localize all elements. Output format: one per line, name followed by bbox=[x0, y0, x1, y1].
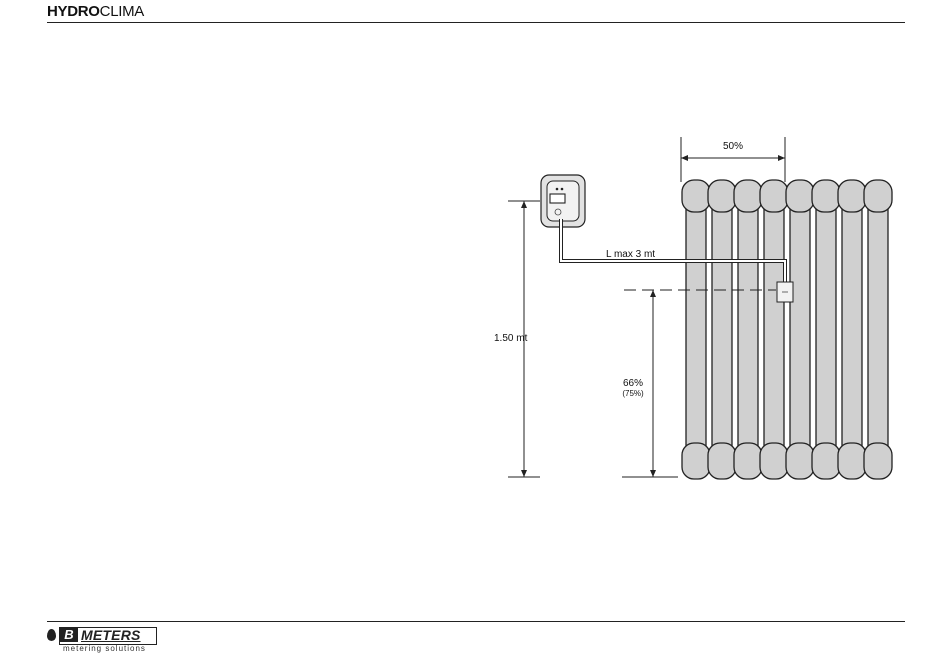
radiator-column-1 bbox=[682, 180, 710, 479]
display-height-label: 1.50 mt bbox=[494, 333, 528, 344]
water-drop-icon bbox=[47, 629, 56, 641]
cable-length-label: L max 3 mt bbox=[606, 249, 655, 260]
footer-divider bbox=[47, 621, 905, 622]
bmeters-logo-text: METERS bbox=[81, 627, 141, 643]
bmeters-logo: B METERS metering solutions bbox=[47, 627, 157, 655]
installation-diagram: 50% L max 3 mt 1.50 mt 66% (75%) bbox=[0, 0, 950, 620]
sensor-height-label: 66% bbox=[623, 378, 643, 389]
radiator-column-8 bbox=[864, 180, 892, 479]
sensor-height-alt-label: (75%) bbox=[622, 389, 644, 398]
bmeters-logo-b: B bbox=[60, 628, 78, 642]
radiator-column-7 bbox=[838, 180, 866, 479]
radiator-column-6 bbox=[812, 180, 840, 479]
radiator-column-4 bbox=[760, 180, 788, 479]
radiator-column-3 bbox=[734, 180, 762, 479]
radiator-column-5 bbox=[786, 180, 814, 479]
sensor-height-dimension: 66% (75%) bbox=[622, 290, 656, 477]
radiator bbox=[682, 180, 892, 479]
bmeters-tagline: metering solutions bbox=[63, 644, 146, 653]
radiator-column-2 bbox=[708, 180, 736, 479]
width-dimension: 50% bbox=[681, 137, 785, 182]
width-dimension-label: 50% bbox=[723, 141, 743, 152]
display-height-dimension: 1.50 mt bbox=[494, 201, 528, 477]
